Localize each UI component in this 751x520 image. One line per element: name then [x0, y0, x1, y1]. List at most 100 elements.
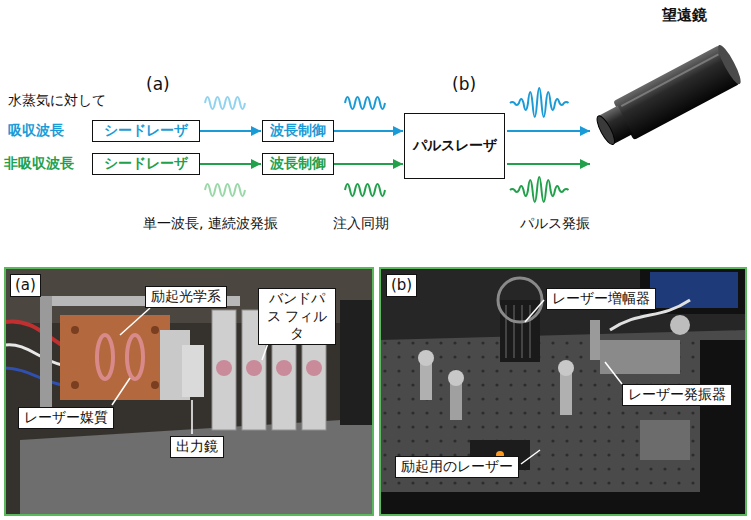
callout-box: 励起用のレーザー	[395, 456, 519, 478]
node-text: 励起用のレーザー	[401, 458, 513, 476]
callout-box: レーザー発振器	[622, 384, 732, 406]
photo-a	[212, 310, 236, 430]
callout-box: 出力鏡	[170, 436, 224, 458]
photo-a	[151, 381, 159, 389]
photo-a	[5, 268, 373, 515]
telescope	[613, 45, 740, 140]
telescope	[591, 43, 744, 152]
node-text: バンドパス フィルタ	[264, 290, 330, 343]
photo-b	[521, 305, 523, 358]
flow-arrow	[200, 130, 261, 132]
node-text: 波長制御	[270, 155, 326, 173]
node-text: 出力鏡	[176, 438, 218, 456]
callout-box: バンドパス フィルタ	[258, 288, 336, 345]
photo-b	[380, 330, 746, 515]
stage-label: 単一波長, 連続波発振	[143, 215, 278, 233]
continuous-wave	[345, 184, 385, 196]
process-box: 波長制御	[262, 153, 334, 175]
laser-box: パルスレーザ	[404, 113, 505, 179]
flow-arrow	[334, 163, 403, 165]
node-text: レーザー発振器	[628, 386, 726, 404]
leader-line	[120, 308, 150, 335]
photo-a	[340, 300, 373, 425]
photo-b	[380, 268, 746, 515]
photo-b	[650, 272, 738, 308]
photo-b	[700, 340, 746, 515]
photo-b	[500, 300, 540, 362]
photo-a	[276, 360, 292, 376]
continuous-wave	[205, 184, 245, 196]
panel-tag: (b)	[452, 74, 476, 94]
node-text: (b)	[391, 276, 412, 295]
pulse-wave	[510, 88, 569, 202]
photo-a	[216, 360, 232, 376]
wavelength-label: 吸収波長	[8, 122, 64, 140]
photo-a	[306, 360, 322, 376]
note-text: 水蒸気に対して	[8, 92, 106, 110]
photo-b	[505, 305, 507, 358]
photo-b	[380, 330, 746, 515]
telescope	[594, 114, 618, 147]
callout-box: 励起光学系	[145, 286, 227, 308]
photo-a	[5, 345, 62, 365]
panel-tag: (b)	[386, 274, 417, 297]
photo-b	[590, 320, 600, 360]
photo-a	[127, 335, 143, 379]
leader-line	[112, 378, 130, 405]
process-box: シードレーザ	[92, 153, 200, 175]
leader-line	[112, 300, 622, 464]
pulse-wave	[510, 177, 569, 202]
photo-a	[40, 296, 52, 411]
photo-b	[498, 278, 542, 322]
photo-b	[380, 268, 746, 515]
photo-b	[600, 340, 680, 374]
photo-b	[380, 268, 746, 515]
photo-b	[380, 492, 700, 515]
leader-line	[525, 300, 544, 322]
photo-b	[560, 370, 572, 415]
photo-a	[5, 268, 373, 515]
telescope	[621, 54, 718, 106]
photo-a	[97, 335, 113, 379]
callout-box: レーザー媒質	[18, 407, 114, 429]
photo-b	[513, 305, 515, 358]
output-arrow	[507, 130, 590, 132]
photo-a	[151, 326, 159, 334]
photo-b	[670, 315, 690, 335]
output-arrow	[507, 163, 590, 165]
process-box: 波長制御	[262, 120, 334, 142]
continuous-wave	[205, 97, 245, 109]
photo-a	[182, 345, 204, 397]
node-text: 励起光学系	[151, 288, 221, 306]
photo-b	[558, 360, 574, 376]
photo-a	[246, 360, 262, 376]
panel-tag: (a)	[146, 74, 170, 94]
node-text: レーザー媒質	[24, 409, 108, 427]
continuous-wave	[345, 97, 385, 109]
node-text: シードレーザ	[104, 122, 188, 140]
photo-a	[60, 315, 170, 400]
photo-b	[640, 420, 690, 460]
photo-a	[5, 321, 62, 345]
pulse-wave	[510, 88, 569, 117]
telescope-label: 望遠鏡	[662, 6, 707, 25]
leader-line	[521, 450, 540, 464]
output-arrow	[507, 131, 590, 164]
photo-a	[71, 326, 79, 334]
leader-line	[605, 362, 622, 384]
flow-arrow	[200, 163, 261, 165]
leader-line	[191, 400, 193, 434]
node-text: (a)	[15, 276, 36, 295]
callout-box: レーザー増幅器	[546, 288, 656, 310]
panel-tag: (a)	[10, 274, 41, 297]
telescope	[715, 43, 744, 87]
node-text: シードレーザ	[104, 155, 188, 173]
photo-a	[5, 268, 373, 515]
photo-a	[71, 381, 79, 389]
photo-b	[529, 305, 531, 358]
stage-label: パルス発振	[520, 215, 590, 233]
node-text: 波長制御	[270, 122, 326, 140]
